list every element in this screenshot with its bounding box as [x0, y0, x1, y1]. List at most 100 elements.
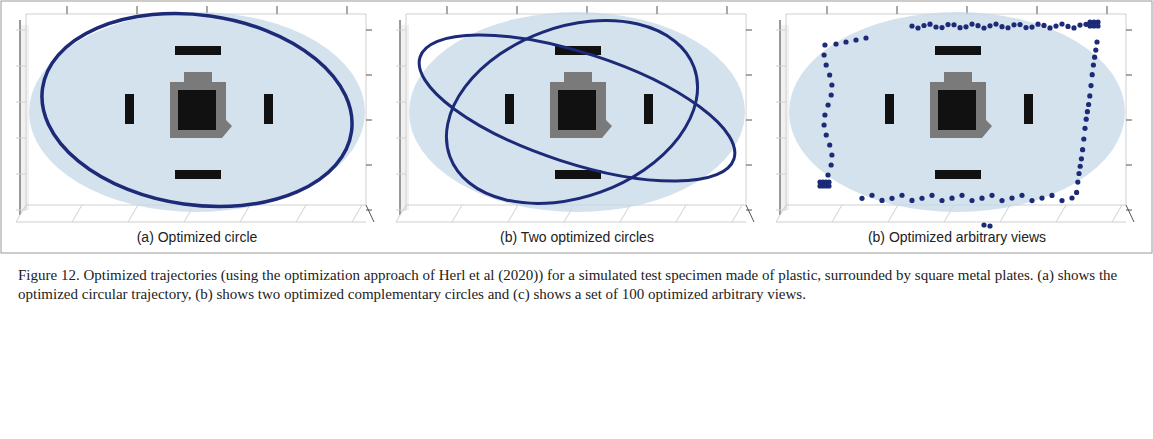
view-point	[1023, 25, 1028, 30]
circular-trajectory	[29, 0, 364, 226]
plot-panel	[16, 0, 374, 226]
view-point	[939, 25, 944, 30]
specimen-core	[178, 90, 216, 130]
view-point	[1053, 23, 1058, 28]
view-point	[981, 25, 986, 30]
view-point	[1093, 47, 1098, 52]
view-point	[889, 196, 894, 201]
view-point	[899, 193, 904, 198]
view-point	[829, 92, 834, 97]
view-point	[879, 198, 884, 203]
view-point	[821, 52, 826, 57]
metal-plate	[644, 94, 653, 124]
view-point	[826, 183, 831, 188]
view-point	[921, 23, 926, 28]
view-point	[1082, 126, 1087, 131]
view-point	[915, 25, 920, 30]
view-point	[863, 35, 868, 40]
specimen-core	[558, 90, 596, 130]
view-point	[927, 22, 932, 27]
view-point	[1041, 23, 1046, 28]
circular-trajectory	[421, 0, 723, 236]
view-point	[999, 198, 1004, 203]
view-point	[909, 23, 914, 28]
metal-plate	[175, 170, 221, 179]
trajectory-sphere	[789, 12, 1125, 212]
view-point	[853, 37, 858, 42]
subfigure-label: (b) Optimized arbitrary views	[868, 229, 1046, 245]
plastic-specimen	[170, 72, 232, 138]
view-point	[969, 21, 974, 26]
view-point	[833, 41, 838, 46]
view-point	[1080, 147, 1085, 152]
view-point	[1075, 179, 1080, 184]
view-point	[1088, 83, 1093, 88]
view-point	[822, 42, 827, 47]
view-point	[829, 82, 834, 87]
view-point	[827, 72, 832, 77]
view-point	[1059, 198, 1064, 203]
view-point	[975, 23, 980, 28]
view-point	[999, 24, 1004, 29]
view-point	[933, 24, 938, 29]
view-point	[1071, 25, 1076, 30]
plastic-specimen	[550, 72, 612, 138]
view-point	[1069, 195, 1074, 200]
view-point	[951, 22, 956, 27]
view-point	[993, 21, 998, 26]
view-point	[1035, 22, 1040, 27]
view-point	[1092, 55, 1097, 60]
view-point	[949, 196, 954, 201]
view-point	[987, 23, 992, 28]
view-point	[1081, 136, 1086, 141]
view-point	[829, 152, 834, 157]
view-point	[827, 142, 832, 147]
view-point	[919, 196, 924, 201]
view-point	[1059, 21, 1064, 26]
plot-panel	[396, 0, 754, 236]
view-point	[987, 223, 992, 228]
view-point	[963, 24, 968, 29]
view-point	[1029, 24, 1034, 29]
view-point	[1078, 164, 1083, 169]
view-point	[979, 196, 984, 201]
view-point	[939, 198, 944, 203]
view-point	[1090, 72, 1095, 77]
view-point	[1011, 22, 1016, 27]
view-point	[1095, 23, 1100, 28]
view-point	[825, 172, 830, 177]
view-point	[909, 198, 914, 203]
view-point	[822, 112, 827, 117]
metal-plate	[505, 94, 514, 124]
view-point	[1091, 62, 1096, 67]
view-point	[1087, 93, 1092, 98]
metal-plate	[175, 46, 221, 55]
metal-plate	[935, 170, 981, 179]
view-point	[981, 222, 986, 227]
circular-trajectory	[403, 5, 751, 212]
view-point	[1005, 25, 1010, 30]
view-point	[825, 102, 830, 107]
plastic-specimen	[930, 72, 992, 138]
view-point	[1076, 171, 1081, 176]
view-point	[1019, 193, 1024, 198]
view-point	[1009, 196, 1014, 201]
view-point	[1086, 102, 1091, 107]
view-point	[829, 162, 834, 167]
view-point	[1077, 22, 1082, 27]
view-point	[1085, 109, 1090, 114]
subfigure-label: (b) Two optimized circles	[500, 229, 654, 245]
view-point	[969, 198, 974, 203]
view-point	[1017, 22, 1022, 27]
view-point	[1049, 193, 1054, 198]
view-point	[859, 196, 864, 201]
view-point	[1094, 39, 1099, 44]
subfigure-label: (a) Optimized circle	[137, 229, 258, 245]
view-point	[869, 193, 874, 198]
view-point	[945, 22, 950, 27]
view-point	[1065, 24, 1070, 29]
figure-caption: Figure 12. Optimized trajectories (using…	[18, 266, 1133, 304]
metal-plate	[264, 94, 273, 124]
figure-frame	[1, 1, 1152, 253]
